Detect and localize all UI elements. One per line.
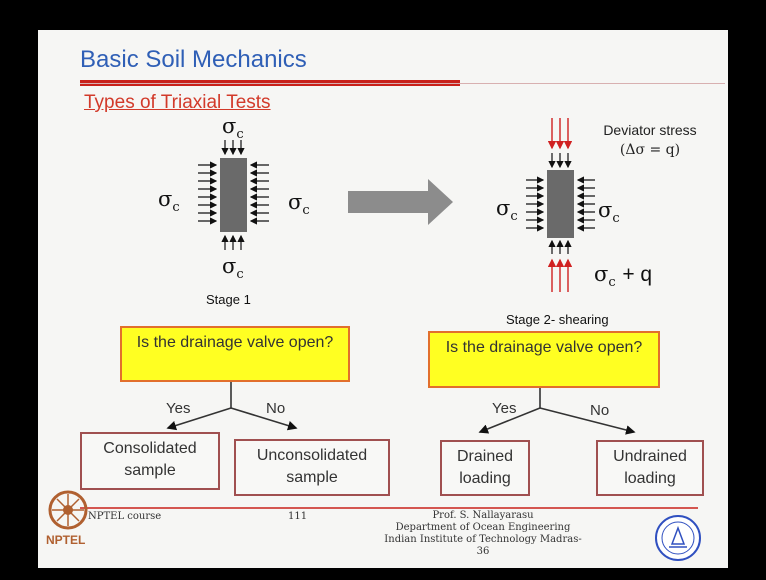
consolidated-sample-box: Consolidated sample bbox=[80, 432, 220, 490]
stage2-deviator-top-arrows bbox=[547, 118, 573, 150]
slide-subtitle: Types of Triaxial Tests bbox=[84, 92, 271, 113]
stage1-sigma-right: σc bbox=[288, 190, 310, 219]
nptel-logo-icon bbox=[48, 490, 88, 530]
unconsolidated-sample-box: Unconsolidated sample bbox=[234, 439, 390, 496]
right-flow-branches bbox=[478, 388, 636, 435]
stage1-top-arrows bbox=[221, 140, 245, 156]
stage1-sigma-bottom: σc bbox=[222, 254, 244, 283]
stage1-right-arrows bbox=[249, 161, 269, 225]
title-rule bbox=[80, 83, 725, 84]
stage2-deviator-bottom-arrows bbox=[547, 258, 573, 292]
stage2-sigma-bottom: σc + q bbox=[594, 262, 653, 291]
stage1-left-arrows bbox=[198, 161, 218, 225]
slide-title: Basic Soil Mechanics bbox=[80, 46, 307, 73]
stage1-sigma-top: σc bbox=[222, 114, 244, 143]
stage2-top-arrows bbox=[548, 153, 572, 169]
stage2-right-arrows bbox=[576, 176, 595, 232]
specimen-stage2 bbox=[547, 170, 574, 238]
stage2-left-arrows bbox=[526, 176, 545, 232]
undrained-loading-box: Undrained loading bbox=[596, 440, 704, 496]
left-flow-branches bbox=[166, 382, 298, 431]
footer-course: NPTEL course bbox=[88, 511, 162, 522]
deviator-stress-label: Deviator stress (Δσ = q) bbox=[603, 122, 697, 158]
drained-loading-box: Drained loading bbox=[440, 440, 530, 496]
right-question-box: Is the drainage valve open? bbox=[428, 331, 660, 388]
footer-author-block: Prof. S. Nallayarasu Department of Ocean… bbox=[384, 510, 582, 557]
transition-arrow bbox=[348, 179, 453, 225]
stage1-bottom-arrows bbox=[221, 234, 245, 250]
specimen-stage1 bbox=[220, 158, 247, 232]
stage1-sigma-left: σc bbox=[158, 187, 180, 216]
left-no-label: No bbox=[266, 400, 286, 417]
iit-madras-seal-icon bbox=[655, 515, 701, 561]
stage2-label: Stage 2- shearing bbox=[506, 312, 609, 327]
footer-page-number: 111 bbox=[288, 511, 308, 522]
slide: Basic Soil Mechanics Types of Triaxial T… bbox=[38, 30, 728, 568]
right-yes-label: Yes bbox=[492, 400, 517, 417]
stage2-bottom-arrows bbox=[548, 239, 572, 254]
triaxial-diagram bbox=[48, 118, 701, 561]
stage2-sigma-right: σc bbox=[598, 198, 620, 227]
stage2-sigma-left: σc bbox=[496, 196, 518, 225]
stage1-label: Stage 1 bbox=[206, 292, 251, 307]
nptel-logo-text: NPTEL bbox=[46, 533, 86, 547]
left-question-box: Is the drainage valve open? bbox=[120, 326, 350, 382]
left-yes-label: Yes bbox=[166, 400, 191, 417]
right-no-label: No bbox=[590, 402, 610, 419]
